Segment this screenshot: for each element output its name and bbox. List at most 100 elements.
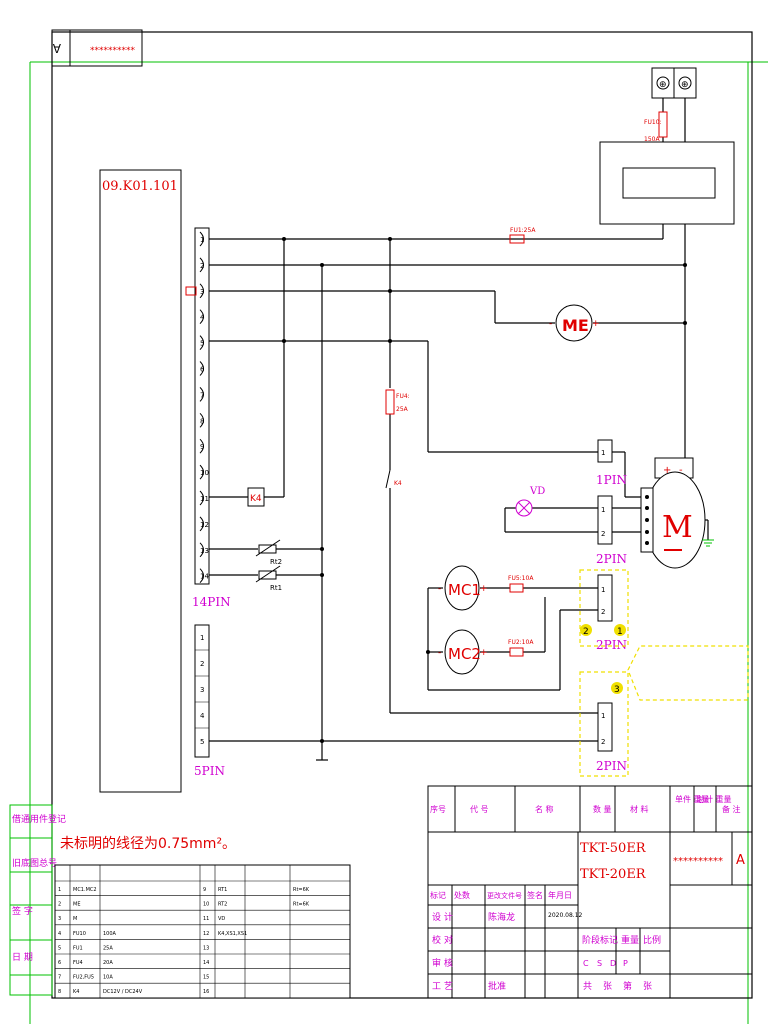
parts-row: 2 ME 10 RT2 Rt=6K <box>55 895 350 908</box>
svg-text:6: 6 <box>58 960 61 966</box>
svg-text:K4: K4 <box>73 989 79 995</box>
svg-text:标记: 标记 <box>430 890 446 900</box>
svg-text:单件 重量: 单件 重量 <box>675 794 710 804</box>
side-label: 借通用件登记 <box>12 813 66 825</box>
svg-text:3: 3 <box>614 685 620 695</box>
svg-text:重量: 重量 <box>621 934 639 946</box>
svg-text:Rt=6K: Rt=6K <box>293 902 310 908</box>
svg-text:MC1.MC2: MC1.MC2 <box>73 887 97 893</box>
svg-text:15: 15 <box>203 975 209 981</box>
svg-text:14: 14 <box>203 960 209 966</box>
svg-text:12: 12 <box>200 521 209 529</box>
motor-label: M <box>662 510 693 545</box>
svg-text:⊕: ⊕ <box>681 80 689 90</box>
svg-text:25A: 25A <box>103 945 113 951</box>
svg-text:C: C <box>583 959 589 968</box>
svg-text:校 对: 校 对 <box>432 934 453 946</box>
svg-text:3: 3 <box>58 916 61 922</box>
svg-text:S: S <box>597 959 602 968</box>
pin-14-9: 9 <box>199 438 204 454</box>
side-label: 日 期 <box>12 952 33 963</box>
svg-text:1: 1 <box>200 634 204 642</box>
pin-5-3: 3 <box>195 686 209 703</box>
svg-text:3: 3 <box>200 288 204 296</box>
fuse-fu10-label: FU10: <box>644 119 662 126</box>
svg-text:FU10: FU10 <box>73 931 86 937</box>
diode-vd: VD <box>515 486 545 517</box>
svg-text:1: 1 <box>601 586 605 594</box>
svg-text:ME: ME <box>73 902 80 908</box>
controller-box: 09.K01.101 <box>99 169 182 793</box>
mc1-label: MC1 <box>448 581 481 599</box>
svg-text:FU1: FU1 <box>73 945 83 951</box>
svg-text:4: 4 <box>58 931 61 937</box>
pin-5-4: 4 <box>195 712 209 729</box>
pin-14-10: 10 <box>199 464 209 480</box>
fuse-fu4-rating: 25A <box>396 406 409 413</box>
svg-text:⊕: ⊕ <box>659 80 667 90</box>
revision-box-label: A <box>52 41 61 55</box>
svg-text:FU4: FU4 <box>73 960 83 966</box>
svg-text:材 料: 材 料 <box>630 804 649 814</box>
k4-label: K4 <box>250 494 262 504</box>
svg-text:2: 2 <box>601 530 605 538</box>
fuse-fu10-rating: 150A <box>644 136 660 143</box>
svg-text:+: + <box>592 319 600 329</box>
svg-text:+: + <box>480 648 488 658</box>
thermistors: Rt2 Rt1 <box>255 539 282 592</box>
svg-text:备 注: 备 注 <box>722 804 741 814</box>
svg-text:7: 7 <box>200 391 204 399</box>
svg-text:1: 1 <box>601 506 605 514</box>
motor-mc2: MC2 - + <box>438 629 488 675</box>
svg-text:P: P <box>623 959 628 968</box>
svg-text:RT1: RT1 <box>218 887 227 893</box>
svg-text:总计 重量: 总计 重量 <box>697 794 732 804</box>
svg-text:RT2: RT2 <box>218 902 227 908</box>
svg-text:4: 4 <box>200 712 205 720</box>
svg-text:-: - <box>679 465 683 476</box>
pin-14-6: 6 <box>199 361 205 376</box>
svg-text:设 计: 设 计 <box>432 911 453 923</box>
pin-14-2: 2 <box>199 257 204 273</box>
pin-14-11: 11 <box>199 490 209 506</box>
wire-gauge-note: 未标明的线径为0.75mm²。 <box>60 836 236 852</box>
svg-text:数 量: 数 量 <box>593 804 612 814</box>
svg-text:10: 10 <box>203 902 209 908</box>
svg-text:2: 2 <box>58 902 61 908</box>
svg-text:-: - <box>438 584 441 594</box>
connector-2pin-mc: 1 2 2PIN <box>596 574 627 652</box>
fuse-fu3-label: FU2:10A <box>508 639 534 646</box>
motor-m: + - M <box>640 457 714 569</box>
vd-label: VD <box>529 486 545 497</box>
svg-text:+: + <box>480 584 488 594</box>
pin-14-13: 13 <box>199 542 209 558</box>
svg-text:K4,XS1,XS1: K4,XS1,XS1 <box>218 931 247 937</box>
svg-text:9: 9 <box>203 887 206 893</box>
rt1-label: Rt1 <box>270 584 282 592</box>
pin-5-1: 1 <box>195 634 209 651</box>
drawing-revision: A <box>736 853 745 868</box>
svg-text:2: 2 <box>601 608 605 616</box>
title-block <box>427 785 753 999</box>
product-code-2: TKT-20ER <box>580 867 647 882</box>
product-code-1: TKT-50ER <box>580 841 647 856</box>
svg-text:名 称: 名 称 <box>535 804 554 814</box>
svg-text:签名: 签名 <box>527 890 543 900</box>
revision-stamp: A ********** <box>51 29 143 67</box>
k4-switch: K4 <box>385 469 402 489</box>
svg-text:张: 张 <box>643 981 652 992</box>
motor-me: ME - + <box>549 304 600 342</box>
mc2-label: MC2 <box>448 645 481 663</box>
svg-text:更改文件号: 更改文件号 <box>487 891 522 900</box>
svg-text:2: 2 <box>200 262 204 270</box>
fuse-fu2-label: FU5:10A <box>508 575 534 582</box>
svg-text:工 艺: 工 艺 <box>432 981 453 992</box>
side-label: 旧底图总号 <box>12 857 57 869</box>
